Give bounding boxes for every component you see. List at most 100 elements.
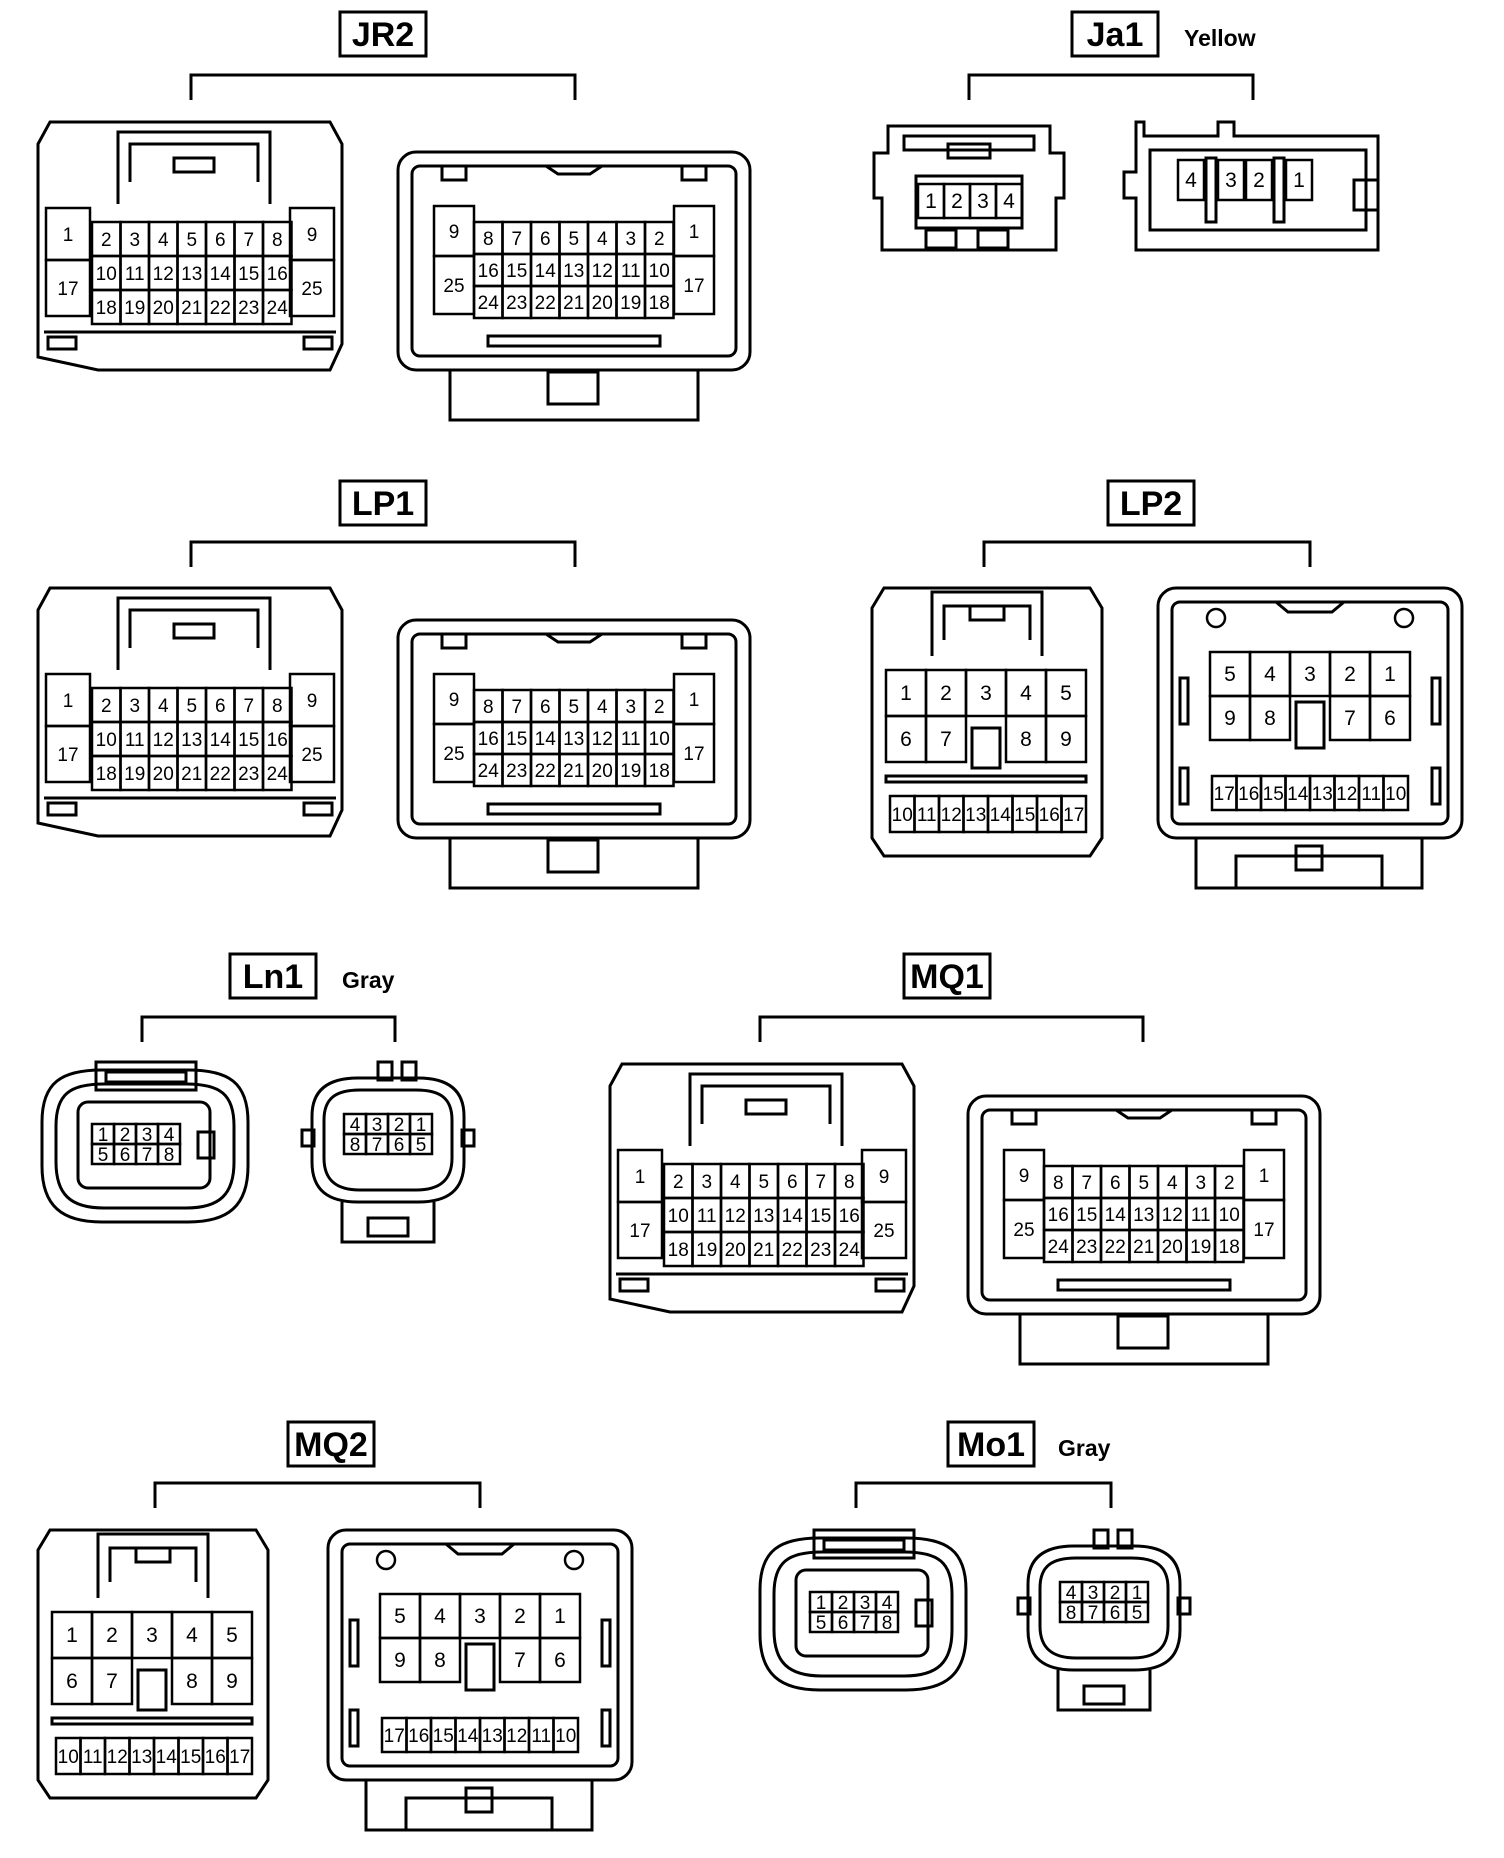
key-notch bbox=[545, 164, 603, 176]
pin-label: 15 bbox=[1014, 805, 1035, 826]
pin-cell bbox=[643, 752, 675, 788]
pin-label: 16 bbox=[478, 729, 499, 750]
pin-label: 17 bbox=[683, 276, 704, 297]
latch-tab bbox=[172, 156, 216, 174]
pin-label: 8 bbox=[483, 229, 494, 250]
lp2-label-box bbox=[1106, 479, 1196, 527]
key-slot bbox=[1010, 1108, 1038, 1126]
pin-label: 14 bbox=[1105, 1205, 1127, 1226]
pin-label: 12 bbox=[592, 729, 613, 750]
pin-cell bbox=[1284, 158, 1314, 202]
pin-label: 1 bbox=[1132, 1583, 1143, 1604]
pin-label: 10 bbox=[1219, 1205, 1240, 1226]
pin-label: 15 bbox=[506, 261, 527, 282]
row-divider bbox=[50, 1716, 254, 1726]
pin-label: 4 bbox=[597, 229, 608, 250]
lp1-label: LP1 bbox=[352, 485, 414, 523]
pin-label: 3 bbox=[474, 1605, 486, 1628]
lp1-label-box bbox=[338, 479, 428, 527]
pin-label: 8 bbox=[1066, 1603, 1077, 1624]
housing-outline bbox=[36, 120, 344, 372]
pin-label: 9 bbox=[1224, 707, 1236, 730]
key-notch bbox=[445, 1542, 515, 1556]
pin-label: 15 bbox=[238, 264, 259, 285]
housing-inner bbox=[1148, 148, 1368, 232]
pin-label: 14 bbox=[156, 1747, 178, 1768]
pin-label: 2 bbox=[514, 1605, 526, 1628]
pin-label: 23 bbox=[238, 298, 259, 319]
polarity-key bbox=[196, 1130, 216, 1160]
pin-label: 10 bbox=[1385, 784, 1406, 805]
pin-cell bbox=[552, 1716, 580, 1754]
pin-label: 23 bbox=[1076, 1237, 1097, 1258]
pin-label: 1 bbox=[816, 1593, 827, 1614]
pin-label: 5 bbox=[568, 697, 579, 718]
pin-label: 17 bbox=[384, 1726, 405, 1747]
key-slot bbox=[440, 632, 468, 650]
pin-label: 9 bbox=[1019, 1166, 1030, 1187]
pin-label: 21 bbox=[563, 761, 584, 782]
pin-label: 7 bbox=[514, 1649, 526, 1672]
key-notch bbox=[545, 632, 603, 644]
pin-cell bbox=[1382, 774, 1410, 812]
pin-label: 2 bbox=[394, 1115, 405, 1136]
pin-label: 4 bbox=[1066, 1583, 1077, 1604]
pin-label: 12 bbox=[107, 1747, 128, 1768]
pin-label: 16 bbox=[267, 730, 288, 751]
pin-label: 8 bbox=[1020, 728, 1032, 751]
key-post bbox=[1092, 1528, 1110, 1550]
lock-slot bbox=[46, 801, 78, 817]
pin-label: 19 bbox=[696, 1240, 717, 1261]
pin-label: 3 bbox=[860, 1593, 871, 1614]
ja1-label: Ja1 bbox=[1087, 16, 1144, 54]
pin-label: 25 bbox=[1013, 1220, 1034, 1241]
pin-label: 1 bbox=[554, 1605, 566, 1628]
side-rib bbox=[1178, 676, 1190, 726]
pin-label: 1 bbox=[63, 691, 74, 712]
housing-inner bbox=[772, 1550, 954, 1678]
key-slot bbox=[1250, 1108, 1278, 1126]
jr2-label-box bbox=[338, 10, 428, 58]
pin-label: 6 bbox=[838, 1613, 849, 1634]
pin-cell bbox=[1124, 1600, 1150, 1624]
pin-label: 6 bbox=[540, 697, 551, 718]
pin-label: 7 bbox=[940, 728, 952, 751]
key-notch bbox=[1275, 600, 1345, 614]
housing-inner bbox=[322, 1088, 454, 1192]
pin-label: 2 bbox=[654, 697, 665, 718]
housing-outline bbox=[396, 618, 752, 840]
pin-label: 5 bbox=[226, 1624, 238, 1647]
pin-window bbox=[76, 1100, 212, 1190]
pin-label: 16 bbox=[1238, 784, 1259, 805]
pin-cell bbox=[210, 1656, 254, 1706]
pin-label: 7 bbox=[1088, 1603, 1099, 1624]
lock-slot bbox=[976, 228, 1010, 250]
pin-label: 25 bbox=[443, 744, 464, 765]
housing-outline bbox=[36, 1528, 270, 1800]
pin-label: 21 bbox=[563, 293, 584, 314]
pin-label: 23 bbox=[238, 764, 259, 785]
pin-label: 23 bbox=[506, 761, 527, 782]
pin-label: 5 bbox=[568, 229, 579, 250]
pin-label: 10 bbox=[649, 729, 670, 750]
pin-label: 17 bbox=[229, 1747, 250, 1768]
pin-label: 23 bbox=[506, 293, 527, 314]
latch-inner bbox=[104, 1070, 188, 1084]
latch-inner bbox=[942, 604, 1032, 640]
pin-cell bbox=[1368, 694, 1412, 742]
pin-label: 20 bbox=[153, 298, 174, 319]
pin-label: 16 bbox=[267, 264, 288, 285]
pin-label: 2 bbox=[1224, 1173, 1235, 1194]
pin-label: 9 bbox=[879, 1167, 890, 1188]
housing-outline bbox=[966, 1094, 1322, 1316]
lock-tab bbox=[366, 1216, 410, 1238]
latch-tab bbox=[968, 604, 1006, 622]
pin-label: 3 bbox=[129, 696, 140, 717]
pin-label: 4 bbox=[186, 1624, 198, 1647]
ln1-label-box bbox=[228, 952, 318, 1000]
pin-label: 15 bbox=[1263, 784, 1284, 805]
pin-label: 7 bbox=[815, 1172, 826, 1193]
side-rib bbox=[600, 1708, 612, 1748]
